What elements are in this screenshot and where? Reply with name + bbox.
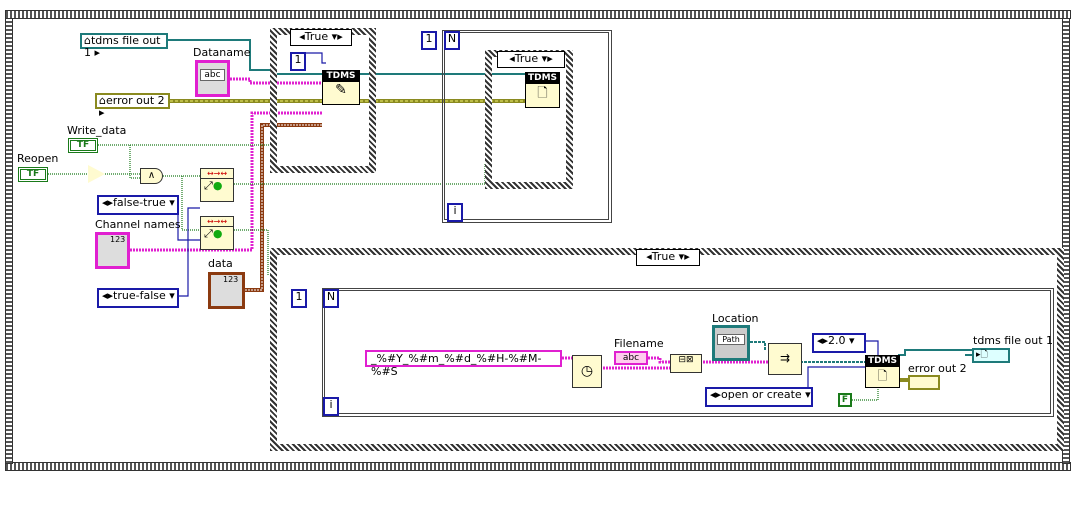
tdms-write-node: TDMS✎ xyxy=(322,70,360,105)
error-out-indicator[interactable] xyxy=(908,375,940,390)
format-string-constant[interactable]: _%#Y_%#m_%#d_%#H-%#M-%#S xyxy=(365,350,562,378)
frame-left xyxy=(5,18,13,464)
select-node-icon: ↔→↔⤢● xyxy=(200,168,234,202)
open-file-icon: 🗋 xyxy=(877,369,888,383)
node-label: TDMS xyxy=(866,356,899,367)
for-loop-close[interactable] xyxy=(442,30,612,223)
tdms-file-out-label: tdms file out 1 xyxy=(973,334,1053,347)
for-loop-open[interactable] xyxy=(322,288,1054,417)
loop-count-terminal: N xyxy=(323,289,339,308)
dataname-control[interactable]: abc xyxy=(195,60,230,97)
channel-names-control[interactable]: 123 xyxy=(95,232,130,269)
local-label: error out 2 xyxy=(105,94,165,107)
reopen-control[interactable]: TF xyxy=(18,167,48,182)
pencil-icon: ✎ xyxy=(335,82,347,98)
write-data-label: Write_data xyxy=(67,124,127,137)
tdms-file-out-indicator[interactable]: ▸🗋 xyxy=(972,348,1010,363)
write-data-control[interactable]: TF xyxy=(68,138,98,153)
numeric-constant: 1 xyxy=(290,52,306,71)
true-false-enum[interactable]: ◂▸true-false ▾ xyxy=(97,288,179,308)
selector-value: True xyxy=(304,30,329,43)
enum-value: false-true xyxy=(113,196,166,209)
filename-control[interactable]: abc xyxy=(614,351,648,365)
format-date-time-icon: ◷ xyxy=(572,355,602,388)
frame-bottom xyxy=(5,462,1071,471)
false-constant[interactable]: F xyxy=(838,393,852,407)
close-file-icon: 🗋 xyxy=(537,86,548,101)
array-index: 123 xyxy=(223,275,239,284)
case-selector[interactable]: ◂True ▾▸ xyxy=(497,51,565,68)
case-structure-close[interactable] xyxy=(485,50,573,189)
enum-value: open or create xyxy=(721,388,802,401)
reopen-label: Reopen xyxy=(17,152,59,165)
frame-right xyxy=(1062,18,1070,464)
and-gate-icon: ∧ xyxy=(140,168,163,184)
enum-value: true-false xyxy=(113,289,166,302)
loop-count-constant: 1 xyxy=(421,31,437,50)
dataname-label: Dataname xyxy=(193,46,251,59)
version-enum[interactable]: ◂▸2.0 ▾ xyxy=(812,333,866,353)
false-true-enum[interactable]: ◂▸false-true ▾ xyxy=(97,195,179,215)
channel-names-label: Channel names xyxy=(95,218,181,231)
selector-value: True xyxy=(651,250,676,263)
location-control[interactable]: Path xyxy=(712,325,750,361)
tdms-file-local-variable[interactable]: ⌂tdms file out 1 ▸ xyxy=(80,33,168,59)
iteration-terminal: i xyxy=(323,397,339,416)
node-label: TDMS xyxy=(323,71,359,82)
type-label: Path xyxy=(717,334,745,345)
not-gate-icon xyxy=(88,165,105,183)
select-node-icon: ↔→↔⤢● xyxy=(200,216,234,250)
node-label: TDMS xyxy=(526,73,559,84)
filename-label: Filename xyxy=(614,337,664,350)
array-index: 123 xyxy=(110,235,126,244)
enum-value: 2.0 xyxy=(828,334,846,347)
type-label: abc xyxy=(200,69,225,81)
tdms-close-node: TDMS 🗋 xyxy=(525,72,560,108)
error-out-label: error out 2 xyxy=(908,362,967,375)
loop-count-constant: 1 xyxy=(291,289,307,308)
error-out-local-variable[interactable]: ⌂error out 2 ▸ xyxy=(95,93,170,119)
build-path-icon: ⊟⊠ xyxy=(670,354,702,373)
tdms-open-node: TDMS 🗋 xyxy=(865,355,900,388)
case-selector[interactable]: ◂True ▾▸ xyxy=(636,249,700,266)
data-control[interactable]: 123 xyxy=(208,272,245,309)
operation-enum[interactable]: ◂▸open or create ▾ xyxy=(705,387,813,407)
strip-path-icon: ⇉ xyxy=(768,343,802,375)
iteration-terminal: i xyxy=(447,203,463,222)
loop-count-terminal: N xyxy=(444,31,460,50)
local-label: tdms file out 1 xyxy=(84,34,161,59)
data-label: data xyxy=(208,257,233,270)
location-label: Location xyxy=(712,312,759,325)
selector-value: True xyxy=(514,52,539,65)
frame-top xyxy=(5,10,1071,19)
case-selector[interactable]: ◂True ▾▸ xyxy=(290,29,352,46)
